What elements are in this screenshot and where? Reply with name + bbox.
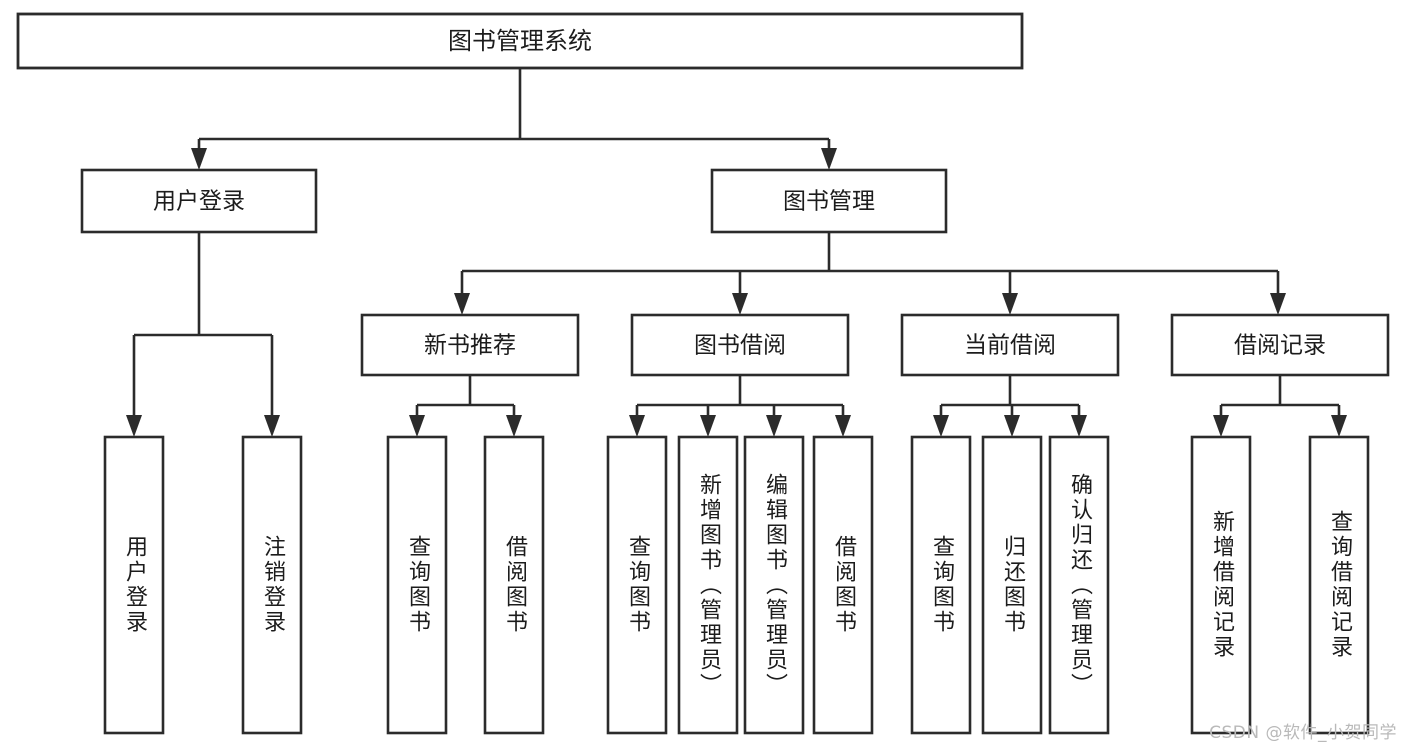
arrow-head-icon [835, 415, 851, 437]
arrow-head-icon [700, 415, 716, 437]
root-node-box[interactable] [16, 12, 1024, 70]
arrow-head-icon [1331, 415, 1347, 437]
connector-bookmgmt-to-level3 [454, 232, 1286, 315]
connector-records-to-leaves [1213, 375, 1347, 437]
arrow-head-icon [1213, 415, 1229, 437]
arrow-head-icon [126, 415, 142, 437]
connector-newbook-to-leaves [409, 375, 522, 437]
arrow-head-icon [1002, 293, 1018, 315]
level3-node-2-box[interactable] [900, 313, 1120, 377]
leaf-node-3-box[interactable] [483, 435, 545, 735]
leaf-node-11-box[interactable] [1190, 435, 1252, 735]
level3-node-2-label: 当前借阅 [964, 333, 1056, 359]
leaf-node-10-box[interactable] [1048, 435, 1110, 735]
level3-node-3-box[interactable] [1170, 313, 1390, 377]
leaf-node-9-box[interactable] [981, 435, 1043, 735]
leaf-node-5-box[interactable] [677, 435, 739, 735]
arrow-head-icon [766, 415, 782, 437]
level3-node-0-label: 新书推荐 [424, 333, 516, 359]
leaf-node-0-box[interactable] [103, 435, 165, 735]
level3-node-1-label: 图书借阅 [694, 333, 786, 359]
leaf-node-2-box[interactable] [386, 435, 448, 735]
arrow-head-icon [454, 293, 470, 315]
box-layer [16, 12, 1390, 735]
connector-borrow-to-leaves [629, 375, 851, 437]
watermark: CSDN @软件_小贺同学 [1209, 723, 1397, 743]
arrow-head-icon [1004, 415, 1020, 437]
level2-node-1-box[interactable] [710, 168, 948, 234]
level2-node-0-box[interactable] [80, 168, 318, 234]
arrow-head-icon [191, 148, 207, 170]
level3-node-1-box[interactable] [630, 313, 850, 377]
leaf-node-6-box[interactable] [743, 435, 805, 735]
level3-node-3-label: 借阅记录 [1234, 333, 1326, 359]
arrow-head-icon [933, 415, 949, 437]
arrow-head-icon [629, 415, 645, 437]
level2-node-0-label: 用户登录 [153, 189, 245, 215]
arrow-head-icon [821, 148, 837, 170]
root-node-label: 图书管理系统 [448, 27, 592, 55]
connector-root-to-level2 [191, 68, 837, 170]
leaf-node-7-box[interactable] [812, 435, 874, 735]
leaf-node-1-box[interactable] [241, 435, 303, 735]
arrow-head-icon [409, 415, 425, 437]
arrow-head-icon [264, 415, 280, 437]
level3-node-0-box[interactable] [360, 313, 580, 377]
connector-current-to-leaves [933, 375, 1087, 437]
arrow-head-icon [506, 415, 522, 437]
level2-node-1-label: 图书管理 [783, 189, 875, 215]
leaf-node-4-box[interactable] [606, 435, 668, 735]
leaf-node-12-box[interactable] [1308, 435, 1370, 735]
arrow-head-icon [1270, 293, 1286, 315]
leaf-node-8-box[interactable] [910, 435, 972, 735]
connector-layer [126, 68, 1347, 437]
connector-userlogin-to-leaves [126, 232, 280, 437]
arrow-head-icon [732, 293, 748, 315]
arrow-head-icon [1071, 415, 1087, 437]
